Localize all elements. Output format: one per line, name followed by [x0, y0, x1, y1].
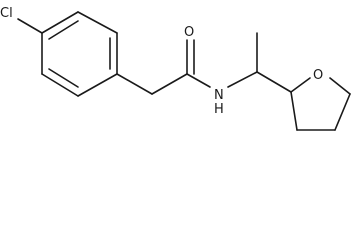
bond-thf-c3-c2: [290, 91, 298, 131]
bond-ring-inner-1: [48, 20, 79, 40]
molecule-structure: Cl O N H O: [0, 6, 351, 131]
bond-ring-4: [77, 73, 118, 97]
atom-chlorine: Cl: [0, 6, 13, 21]
bond-cl-c: [17, 18, 43, 34]
bond-thf-c2-o: [290, 77, 311, 93]
bond-ring-2: [77, 11, 118, 34]
bond-ring-ch2: [116, 73, 153, 95]
bond-ring-inner-3: [48, 68, 79, 88]
bond-ring-1: [41, 11, 79, 34]
tetrahydrofuran-ring: [290, 77, 351, 131]
bond-ring-5: [41, 73, 79, 97]
atom-amide-nitrogen: N: [214, 88, 224, 103]
benzene-ring: [41, 11, 118, 97]
bond-ch2-co: [151, 73, 188, 95]
bond-co-n: [186, 73, 211, 88]
bond-thf-c5-c4: [334, 93, 351, 131]
bond-ch-thf: [256, 71, 292, 93]
bond-n-ch: [227, 71, 258, 88]
bond-thf-o-c5: [329, 77, 351, 95]
structure-canvas: Cl O N H O: [0, 6, 351, 131]
atom-ring-oxygen: O: [313, 68, 323, 83]
atom-amide-hydrogen: H: [214, 102, 224, 117]
atom-carbonyl-oxygen: O: [184, 25, 194, 40]
